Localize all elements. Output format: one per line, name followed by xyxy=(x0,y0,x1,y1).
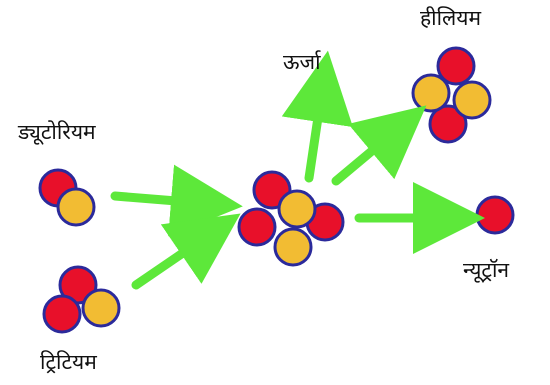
free-neutron xyxy=(475,195,515,235)
arrow-deuterium-to-compound xyxy=(110,164,243,237)
label-tritium: ट्रिटियम xyxy=(40,350,97,374)
deuterium-nucleus xyxy=(38,168,96,227)
label-neutron: न्यूट्रॉन xyxy=(463,258,510,282)
proton xyxy=(428,104,468,144)
tritium-nucleus xyxy=(42,265,121,334)
proton xyxy=(237,207,277,247)
proton xyxy=(436,46,476,86)
arrow-tritium-to-compound xyxy=(131,213,241,290)
neutron xyxy=(42,294,82,334)
label-deuterium: ड्यूटोरियम xyxy=(18,120,96,144)
arrow-compound-to-energy xyxy=(281,50,353,183)
compound-nucleus xyxy=(237,170,345,267)
neutron xyxy=(81,288,121,328)
neutron xyxy=(411,73,451,113)
label-helium: हीलियम xyxy=(420,6,482,30)
neutron xyxy=(452,80,492,120)
neutron xyxy=(475,195,515,235)
helium-nucleus xyxy=(411,46,492,144)
neutron xyxy=(273,227,313,267)
neutron xyxy=(56,187,96,227)
label-energy: ऊर्जा xyxy=(283,50,321,74)
neutron xyxy=(277,189,317,229)
arrow-compound-to-helium xyxy=(331,105,427,186)
